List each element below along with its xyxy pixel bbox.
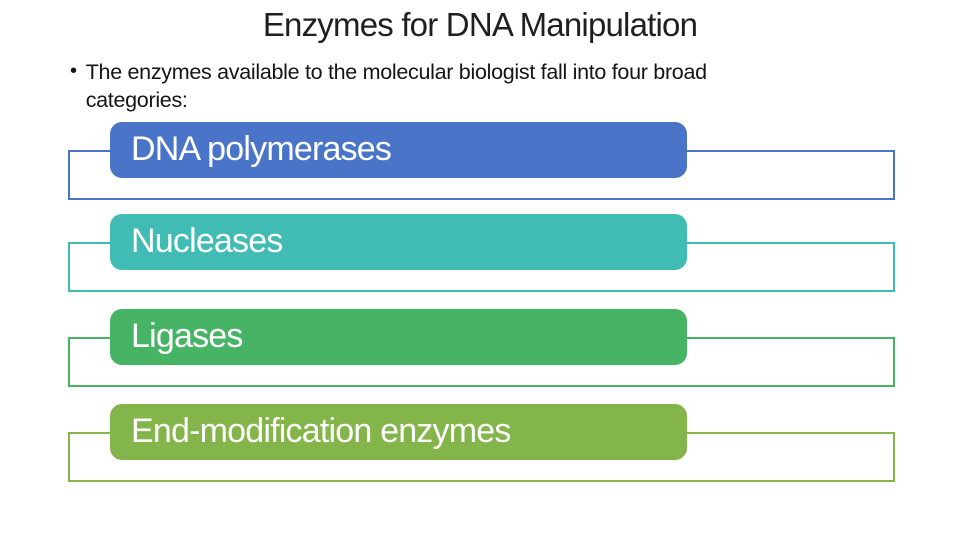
category-label: DNA polymerases xyxy=(131,130,392,168)
page-title: Enzymes for DNA Manipulation xyxy=(262,6,698,43)
category-label: End-modification enzymes xyxy=(131,412,511,450)
category-bar: End-modification enzymes xyxy=(110,404,687,460)
bullet-text: The enzymes available to the molecular b… xyxy=(85,60,707,113)
category-bar: DNA polymerases xyxy=(110,122,687,178)
category-group-2: Nucleases xyxy=(0,214,960,304)
category-label: Nucleases xyxy=(131,222,283,260)
bullet-marker: • xyxy=(70,60,77,82)
category-label: Ligases xyxy=(131,317,243,355)
bullet-item: • The enzymes available to the molecular… xyxy=(70,58,806,115)
category-group-3: Ligases xyxy=(0,309,960,399)
category-group-4: End-modification enzymes xyxy=(0,404,960,494)
category-group-1: DNA polymerases xyxy=(0,122,960,212)
category-bar: Nucleases xyxy=(110,214,687,270)
category-bar: Ligases xyxy=(110,309,687,365)
